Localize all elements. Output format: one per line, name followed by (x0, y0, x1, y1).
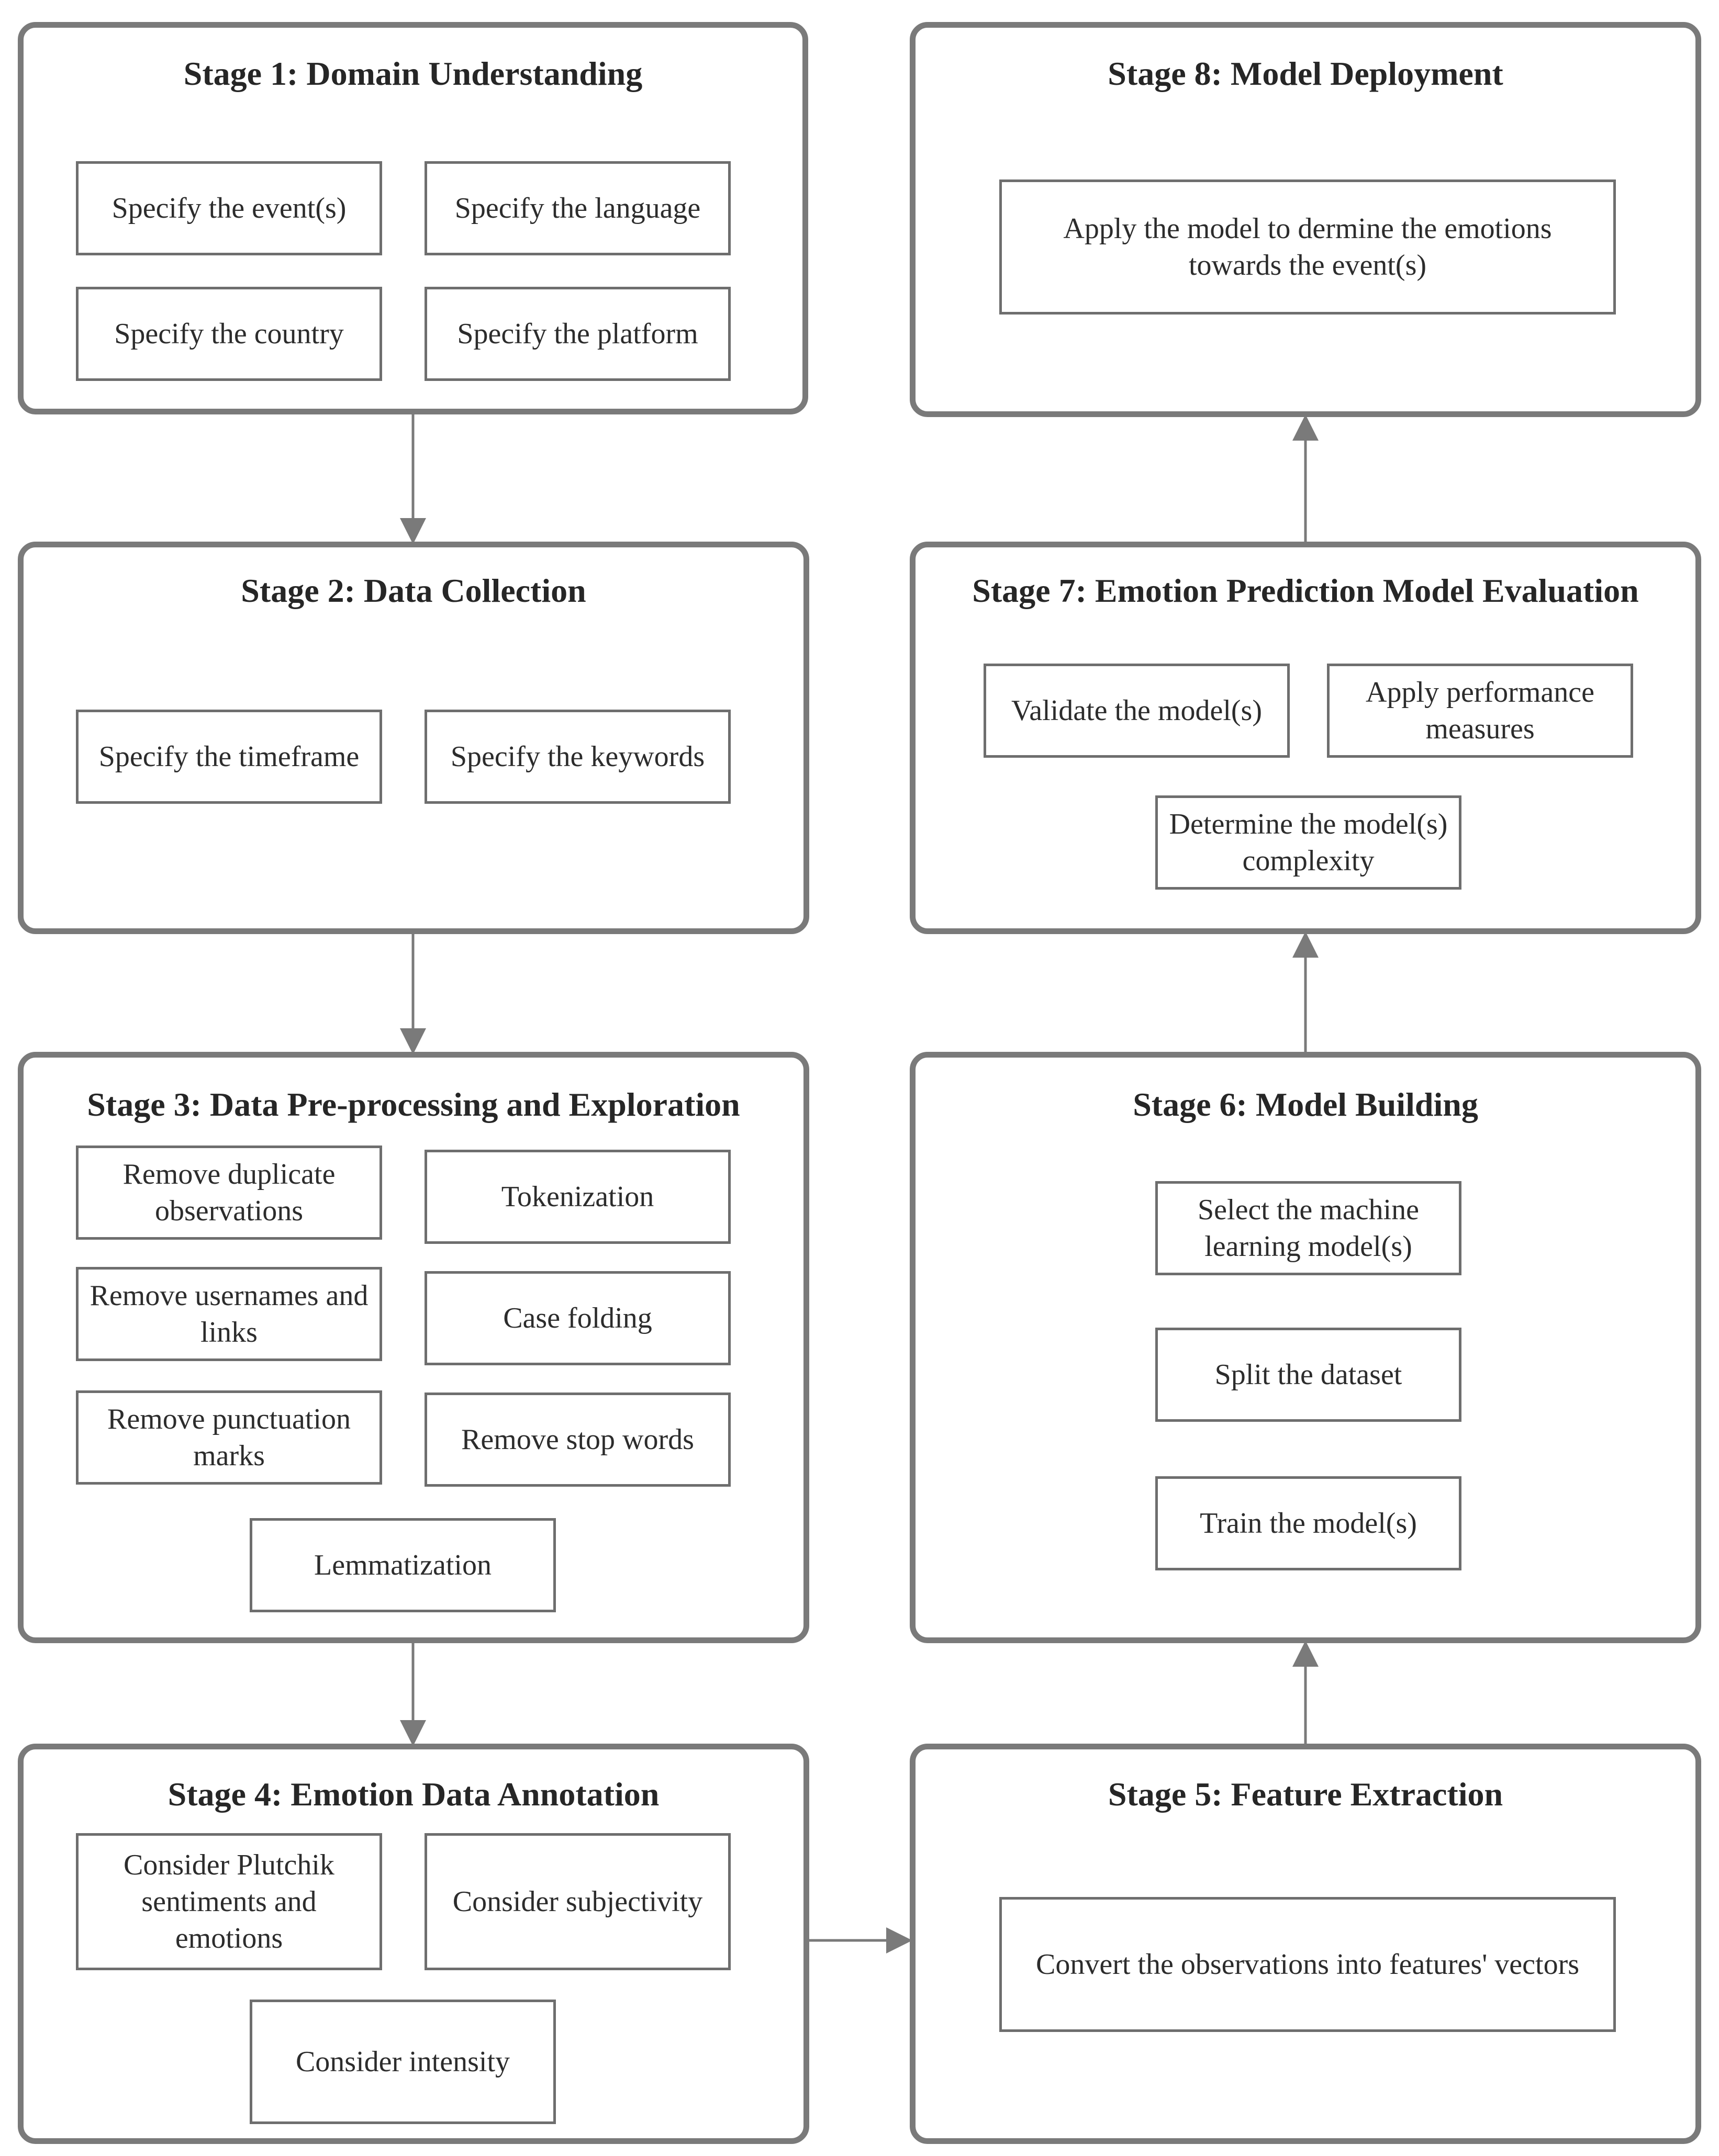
step-specify-country: Specify the country (76, 287, 382, 381)
stage-8-title: Stage 8: Model Deployment (1108, 55, 1503, 92)
step-apply-model: Apply the model to dermine the emotions … (999, 179, 1616, 315)
step-case-folding: Case folding (425, 1271, 731, 1365)
step-specify-language: Specify the language (425, 161, 731, 255)
step-remove-stop-words: Remove stop words (425, 1393, 731, 1487)
stage-4-emotion-annotation: Stage 4: Emotion Data Annotation Conside… (18, 1744, 809, 2144)
step-apply-performance-measures: Apply performance measures (1327, 664, 1633, 758)
stage-1-domain-understanding: Stage 1: Domain Understanding Specify th… (18, 22, 808, 414)
step-convert-to-vectors: Convert the observations into features' … (999, 1897, 1616, 2032)
stage-5-title: Stage 5: Feature Extraction (1108, 1776, 1503, 1813)
stage-6-title: Stage 6: Model Building (1133, 1086, 1478, 1123)
stage-2-title: Stage 2: Data Collection (241, 572, 586, 609)
stage-8-model-deployment: Stage 8: Model Deployment Apply the mode… (910, 22, 1701, 417)
step-split-dataset: Split the dataset (1155, 1328, 1461, 1422)
step-validate-model: Validate the model(s) (984, 664, 1290, 758)
step-consider-intensity: Consider intensity (250, 2000, 556, 2124)
step-specify-timeframe: Specify the timeframe (76, 710, 382, 804)
step-consider-plutchik: Consider Plutchik sentiments and emotion… (76, 1833, 382, 1970)
stage-4-title: Stage 4: Emotion Data Annotation (168, 1776, 660, 1813)
stage-6-model-building: Stage 6: Model Building Select the machi… (910, 1052, 1701, 1643)
stage-3-data-preprocessing: Stage 3: Data Pre-processing and Explora… (18, 1052, 809, 1643)
stage-7-title: Stage 7: Emotion Prediction Model Evalua… (972, 572, 1639, 609)
step-remove-usernames-links: Remove usernames and links (76, 1267, 382, 1361)
step-select-ml-model: Select the machine learning model(s) (1155, 1181, 1461, 1275)
step-specify-event: Specify the event(s) (76, 161, 382, 255)
step-specify-keywords: Specify the keywords (425, 710, 731, 804)
step-train-model: Train the model(s) (1155, 1476, 1461, 1570)
step-determine-complexity: Determine the model(s) complexity (1155, 795, 1461, 890)
stage-1-title: Stage 1: Domain Understanding (183, 55, 643, 92)
step-tokenization: Tokenization (425, 1150, 731, 1244)
step-specify-platform: Specify the platform (425, 287, 731, 381)
step-consider-subjectivity: Consider subjectivity (425, 1833, 731, 1970)
stage-2-data-collection: Stage 2: Data Collection Specify the tim… (18, 542, 809, 934)
step-remove-punctuation: Remove punctuation marks (76, 1390, 382, 1485)
step-lemmatization: Lemmatization (250, 1518, 556, 1612)
stage-3-title: Stage 3: Data Pre-processing and Explora… (87, 1086, 740, 1123)
step-remove-duplicates: Remove duplicate observations (76, 1146, 382, 1240)
stage-5-feature-extraction: Stage 5: Feature Extraction Convert the … (910, 1744, 1701, 2144)
stage-7-model-evaluation: Stage 7: Emotion Prediction Model Evalua… (910, 542, 1701, 934)
